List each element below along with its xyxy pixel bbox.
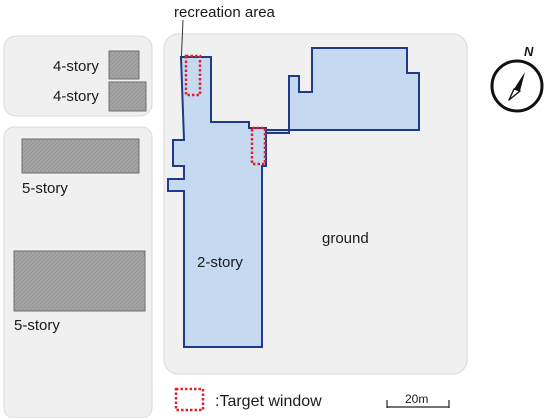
two-story-label: 2-story [197, 254, 243, 271]
legend-target-window-swatch [174, 387, 205, 412]
five-story-label-2: 5-story [14, 317, 60, 334]
compass-needle-north [514, 72, 525, 91]
compass-needle-south [508, 88, 521, 101]
neighbor-building-4-story-1 [108, 50, 140, 80]
main-building-footprint [167, 47, 420, 348]
ground-label: ground [322, 230, 369, 247]
target-window-corner [250, 126, 267, 166]
target-window-recreation [184, 54, 202, 97]
scale-bar-label: 20m [405, 392, 428, 406]
compass-icon: N [490, 44, 544, 113]
four-story-label-1: 4-story [53, 58, 99, 75]
neighbor-building-5-story-1 [21, 138, 140, 174]
legend-target-window-label: :Target window [215, 393, 322, 410]
scale-bar: 20m [386, 392, 450, 408]
neighbor-building-5-story-2 [13, 250, 146, 312]
four-story-label-2: 4-story [53, 88, 99, 105]
compass-north-label: N [524, 44, 534, 59]
neighbor-building-4-story-2 [108, 81, 147, 112]
recreation-area-label: recreation area [174, 4, 276, 21]
recreation-area-leader-line [180, 19, 184, 67]
five-story-label-1: 5-story [22, 180, 68, 197]
